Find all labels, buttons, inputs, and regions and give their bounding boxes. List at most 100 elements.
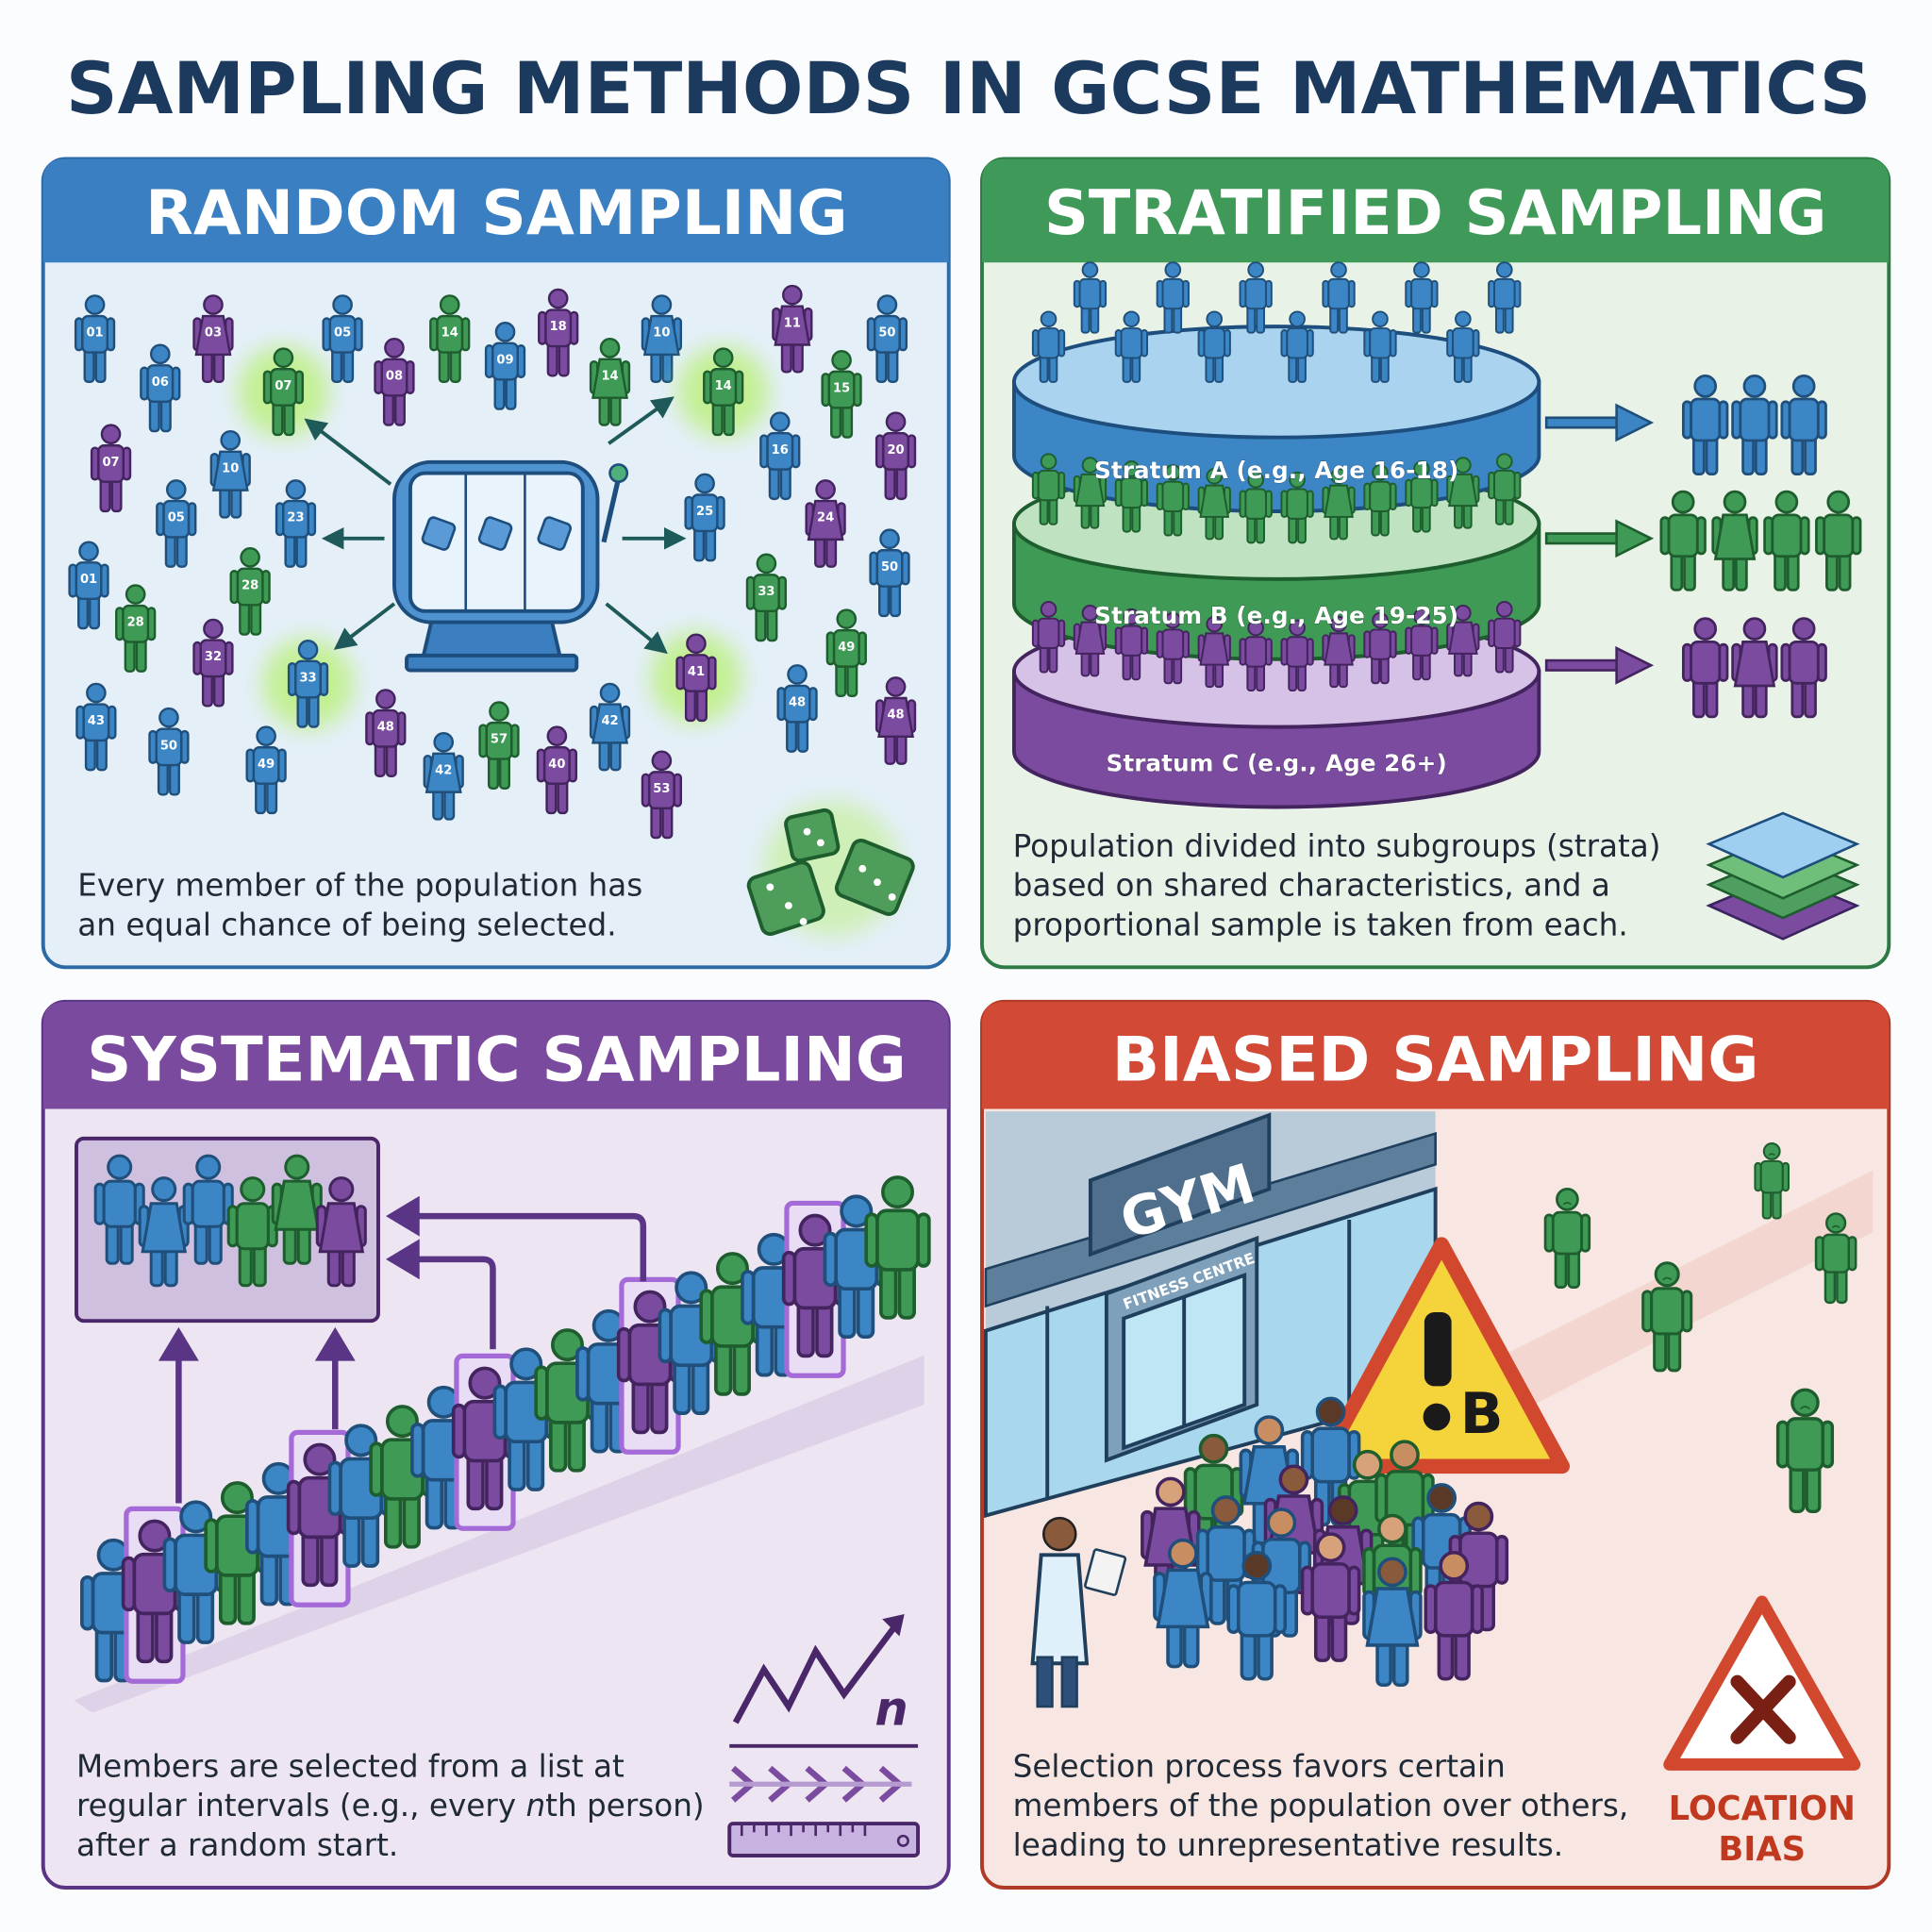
random-description-line-2: an equal chance of being selected. bbox=[77, 907, 616, 942]
bias-label-line-2: BIAS bbox=[1718, 1830, 1806, 1869]
person-number: 28 bbox=[127, 616, 144, 630]
stratified-description-line-1: Population divided into subgroups (strat… bbox=[1013, 828, 1661, 864]
biased-heading: BIASED SAMPLING bbox=[1112, 1024, 1759, 1095]
desc-part-after: th person) bbox=[545, 1788, 704, 1824]
person-number: 50 bbox=[160, 739, 177, 753]
person-number: 07 bbox=[275, 379, 291, 393]
stratified-description-line-3: proportional sample is taken from each. bbox=[1013, 907, 1628, 942]
sample-arrow bbox=[1544, 532, 1622, 545]
person-figure: 48 bbox=[874, 676, 917, 765]
person-number: 24 bbox=[817, 511, 834, 525]
random-heading: RANDOM SAMPLING bbox=[145, 177, 847, 249]
selection-arrows bbox=[158, 1195, 647, 1504]
sampled-person bbox=[1681, 374, 1729, 475]
person-figure: 10 bbox=[209, 429, 251, 519]
person-figure: 10 bbox=[641, 294, 683, 383]
person-figure bbox=[1239, 261, 1273, 334]
person-figure bbox=[1031, 310, 1066, 383]
person-figure bbox=[1280, 310, 1314, 383]
person-figure bbox=[1362, 1557, 1423, 1688]
stratified-sample-group bbox=[1544, 374, 1862, 719]
person-figure: 15 bbox=[821, 350, 862, 439]
ordered-list-of-people bbox=[80, 1175, 931, 1684]
sample-group bbox=[93, 1154, 367, 1288]
person-figure: 18 bbox=[538, 288, 579, 377]
stratified-description-line-2: based on shared characteristics, and a bbox=[1013, 868, 1610, 904]
person-number: 41 bbox=[688, 665, 705, 679]
person-figure bbox=[1300, 1532, 1361, 1662]
systematic-description-line-2: regular intervals (e.g., every nth perso… bbox=[76, 1788, 705, 1824]
person-figure bbox=[1197, 468, 1231, 541]
person-figure bbox=[1363, 611, 1397, 685]
person-figure: 03 bbox=[192, 294, 234, 383]
bias-label-line-1: LOCATION bbox=[1669, 1790, 1856, 1828]
person-figure: 01 bbox=[74, 294, 116, 383]
person-number: 01 bbox=[86, 326, 103, 341]
stratum-label: Stratum B (e.g., Age 19-25) bbox=[1094, 602, 1458, 629]
person-figure: 20 bbox=[874, 411, 917, 501]
person-number: 49 bbox=[838, 641, 855, 655]
biased-description-line-3: leading to unrepresentative results. bbox=[1013, 1827, 1563, 1863]
person-number: 25 bbox=[696, 505, 713, 519]
person-figure: 07 bbox=[90, 424, 132, 513]
strata-labels: Stratum A (e.g., Age 16-18)Stratum B (e.… bbox=[1094, 456, 1459, 777]
person-figure bbox=[1114, 310, 1149, 383]
selected-person: 07 bbox=[238, 346, 329, 438]
person-number: 10 bbox=[222, 461, 239, 475]
biased-description-line-1: Selection process favors certain bbox=[1013, 1748, 1506, 1784]
biased-description-line-2: members of the population over others, bbox=[1013, 1788, 1629, 1824]
person-number: 50 bbox=[878, 326, 895, 341]
person-figure: 28 bbox=[115, 584, 157, 673]
person-figure bbox=[1031, 453, 1066, 525]
person-figure bbox=[1446, 457, 1480, 529]
gym-crowd bbox=[1141, 1396, 1509, 1688]
person-figure: 08 bbox=[374, 337, 415, 426]
interval-icon: n bbox=[727, 1614, 921, 1857]
person-figure: 06 bbox=[140, 343, 181, 433]
excluded-person bbox=[1641, 1261, 1693, 1373]
person-number: 40 bbox=[548, 758, 565, 772]
person-number: 09 bbox=[496, 353, 513, 367]
sampled-person bbox=[1659, 490, 1707, 591]
sampled-person bbox=[1815, 490, 1862, 591]
person-figure bbox=[1322, 615, 1356, 689]
person-figure bbox=[1280, 619, 1314, 692]
person-number: 01 bbox=[80, 573, 97, 587]
excluded-person bbox=[1754, 1142, 1790, 1220]
layers-icon bbox=[1706, 811, 1860, 941]
person-number: 53 bbox=[653, 782, 670, 796]
systematic-sampling-panel: SYSTEMATIC SAMPLING n Members are select… bbox=[41, 999, 951, 1890]
person-number: 08 bbox=[386, 369, 403, 383]
person-figure bbox=[1073, 604, 1108, 677]
person-figure: 05 bbox=[156, 479, 197, 568]
person-figure bbox=[1114, 608, 1149, 681]
person-number: 43 bbox=[88, 714, 105, 728]
person-figure bbox=[1405, 608, 1439, 681]
person-figure: 24 bbox=[805, 479, 846, 568]
person-figure bbox=[1488, 261, 1522, 334]
person-number: 42 bbox=[435, 763, 452, 777]
sample-arrow bbox=[1544, 416, 1622, 429]
person-figure bbox=[1446, 604, 1480, 677]
person-number: 20 bbox=[887, 443, 904, 458]
person-number: 05 bbox=[168, 511, 185, 525]
person-figure bbox=[1363, 310, 1397, 383]
person-figure bbox=[1239, 619, 1273, 692]
person-figure: 23 bbox=[275, 479, 317, 568]
person-number: 48 bbox=[887, 708, 904, 723]
person-figure bbox=[1322, 468, 1356, 541]
excluded-person bbox=[1543, 1188, 1591, 1290]
person-figure: 05 bbox=[322, 294, 363, 383]
dice-icon bbox=[746, 800, 915, 937]
person-figure: 16 bbox=[759, 411, 801, 501]
person-figure bbox=[1153, 1538, 1213, 1669]
person-number: 15 bbox=[833, 382, 850, 396]
sampled-person bbox=[1731, 617, 1778, 719]
person-figure bbox=[1226, 1550, 1287, 1681]
sampled-person bbox=[315, 1176, 367, 1288]
systematic-description-line-1: Members are selected from a list at bbox=[76, 1748, 625, 1784]
person-number: 50 bbox=[881, 560, 898, 575]
person-figure: 53 bbox=[641, 750, 683, 840]
person-number: 57 bbox=[491, 733, 508, 747]
